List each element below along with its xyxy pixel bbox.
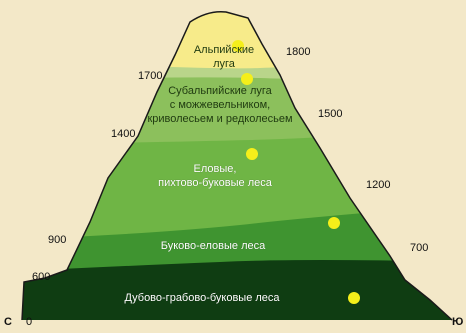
mountain-outline bbox=[21, 10, 453, 321]
altitude-right-1800: 1800 bbox=[286, 46, 311, 58]
altitude-left-0: 0 bbox=[26, 316, 33, 328]
subalpine-label: Субальпийские луга с можжевельником, кри… bbox=[145, 84, 295, 126]
alpine-label-line-1: Альпийские bbox=[193, 44, 255, 56]
oak-dot bbox=[348, 292, 360, 304]
oak-label: Дубово-грабово-буковые леса bbox=[107, 291, 297, 305]
alpine-label: Альпийские луга bbox=[174, 43, 274, 71]
spruce-dot bbox=[246, 148, 258, 160]
beech-label: Буково-еловые леса bbox=[148, 239, 278, 253]
spruce-label: Еловые, пихтово-буковые леса bbox=[150, 162, 280, 190]
altitude-left-1700: 1700 bbox=[138, 70, 163, 82]
subalpine-label-line-1: Субальпийские луга bbox=[168, 85, 272, 97]
subalpine-dot bbox=[241, 73, 253, 85]
subalpine-label-line-3: криволесьем и редколесьем bbox=[147, 113, 293, 125]
spruce-label-line-1: Еловые, bbox=[193, 163, 237, 175]
altitude-right-1200: 1200 bbox=[366, 179, 391, 191]
direction-north: С bbox=[4, 316, 12, 328]
subalpine-label-line-2: с можжевельником, bbox=[169, 99, 271, 111]
beech-dot bbox=[328, 217, 340, 229]
direction-south: Ю bbox=[452, 316, 464, 328]
beech-label-line-1: Буково-еловые леса bbox=[160, 240, 266, 252]
oak-label-line-1: Дубово-грабово-буковые леса bbox=[124, 292, 280, 304]
spruce-label-line-2: пихтово-буковые леса bbox=[158, 177, 272, 189]
altitude-left-600: 600 bbox=[32, 271, 51, 283]
altitude-left-1400: 1400 bbox=[111, 128, 136, 140]
alpine-dot bbox=[232, 40, 244, 52]
altitude-right-700: 700 bbox=[410, 242, 429, 254]
altitude-right-1500: 1500 bbox=[318, 108, 343, 120]
alpine-label-line-2: луга bbox=[213, 58, 235, 70]
altitude-left-900: 900 bbox=[48, 234, 67, 246]
